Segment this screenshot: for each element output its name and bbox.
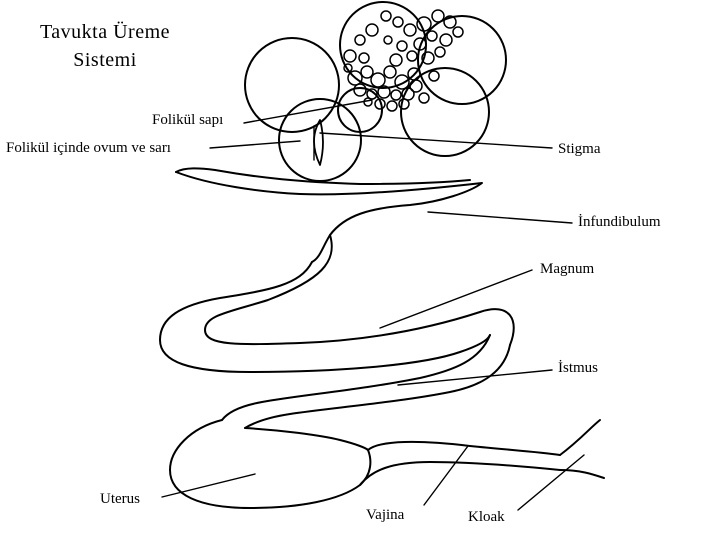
vagina-lower <box>360 462 560 485</box>
leader-stigma <box>320 133 552 148</box>
leader-uterus <box>162 474 255 497</box>
isthmus-outer <box>222 335 490 420</box>
label-ovum-in-follicle: Folikül içinde ovum ve sarı <box>6 141 171 156</box>
label-stigma: Stigma <box>558 142 601 157</box>
uterus-outer <box>170 420 370 508</box>
leader-cloaca <box>518 455 584 510</box>
leader-vagina <box>424 446 468 505</box>
follicle-large-left <box>245 38 339 132</box>
follicle-with-ovum <box>279 99 361 181</box>
magnum-inner <box>205 235 514 345</box>
label-follicle-stalk: Folikül sapı <box>152 113 223 128</box>
infundibulum-inner <box>176 168 470 184</box>
leader-lines <box>162 100 584 510</box>
label-magnum: Magnum <box>540 262 594 277</box>
leader-ovum <box>210 141 300 148</box>
leader-infundibulum <box>428 212 572 223</box>
oviduct <box>160 168 604 508</box>
label-cloaca: Kloak <box>468 510 505 525</box>
cloaca-upper <box>560 420 600 455</box>
ovary <box>245 2 506 181</box>
label-vagina: Vajina <box>366 508 404 523</box>
follicle-medium <box>338 88 382 132</box>
label-isthmus: İstmus <box>558 361 598 376</box>
magnum-outer <box>160 262 490 372</box>
infundibulum-outer <box>176 172 482 262</box>
label-infundibulum: İnfundibulum <box>578 215 661 230</box>
isthmus-inner <box>245 345 510 428</box>
cloaca-lower <box>560 470 604 478</box>
label-uterus: Uterus <box>100 492 140 507</box>
leader-follicle-stalk <box>244 100 372 123</box>
vagina-upper <box>368 442 560 455</box>
uterus-top <box>245 428 368 450</box>
